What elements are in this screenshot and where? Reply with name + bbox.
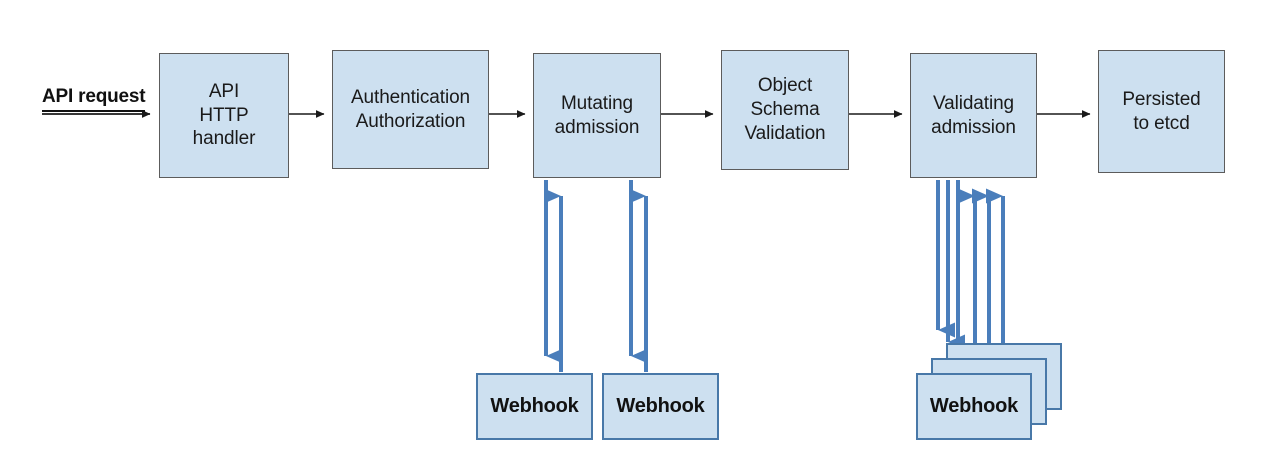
webhook-link-validating — [936, 180, 1005, 372]
webhook-box-validating[interactable]: Webhook — [916, 373, 1032, 440]
stage-box-api-http-handler[interactable]: API HTTP handler — [159, 53, 289, 178]
webhook-link-mutating-1 — [544, 180, 563, 372]
stage-box-mutating-admission[interactable]: Mutating admission — [533, 53, 661, 178]
stage-box-validating-admission[interactable]: Validating admission — [910, 53, 1037, 178]
webhook-box-mutating-1[interactable]: Webhook — [476, 373, 593, 440]
api-request-label: API request — [42, 86, 146, 112]
stage-box-object-schema-validation[interactable]: Object Schema Validation — [721, 50, 849, 170]
webhook-box-mutating-2[interactable]: Webhook — [602, 373, 719, 440]
stage-box-persisted-to-etcd[interactable]: Persisted to etcd — [1098, 50, 1225, 173]
webhook-link-mutating-2 — [629, 180, 648, 372]
stage-box-authentication-authorization[interactable]: Authentication Authorization — [332, 50, 489, 169]
